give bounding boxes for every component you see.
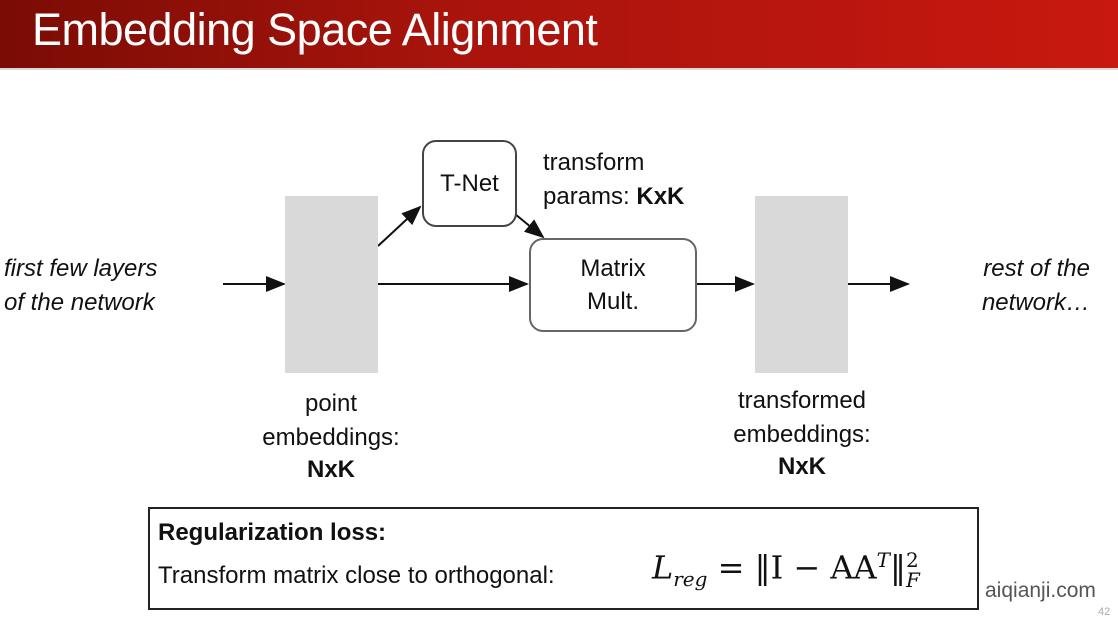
input-label-line2: of the network <box>4 289 155 316</box>
input-label-line1: first few layers <box>4 255 158 282</box>
transformed-embeddings-size: NxK <box>777 453 826 480</box>
formula-square: 2 <box>905 548 919 573</box>
arrow-tnet-to-matrix <box>514 213 545 239</box>
transformed-embeddings-block <box>755 196 848 373</box>
transformed-embeddings-line1: transformed <box>737 387 867 414</box>
formula-lhs: L <box>652 548 674 587</box>
point-embeddings-label: point embeddings: NxK <box>231 387 431 485</box>
formula-lhs-sub: reg <box>673 567 708 592</box>
arrow-to-tnet <box>377 205 422 247</box>
input-label: first few layers of the network <box>4 252 157 320</box>
regularization-loss-box <box>148 507 979 610</box>
slide-title: Embedding Space Alignment <box>32 4 598 55</box>
tnet-label: T-Net <box>440 170 499 197</box>
loss-heading: Regularization loss: <box>158 519 387 546</box>
formula-rhs: = ‖I − AA <box>717 548 877 587</box>
transformed-embeddings-line2: embeddings: <box>733 421 871 448</box>
formula-norm-end: ‖ <box>889 548 906 587</box>
page-number: 42 <box>1098 606 1111 618</box>
transform-params-prefix: params: <box>543 183 637 210</box>
matrix-mult-line1: Matrix <box>580 255 646 282</box>
formula-frobenius: F <box>905 568 920 593</box>
point-embeddings-size: NxK <box>306 456 355 483</box>
formula-transpose: T <box>876 548 890 572</box>
transform-params-label: transform params: KxK <box>543 146 684 214</box>
point-embeddings-block <box>285 196 378 373</box>
title-bar <box>0 0 1118 70</box>
transform-params-size: KxK <box>636 183 685 210</box>
watermark: aiqianji.com <box>985 579 1096 602</box>
transformed-embeddings-label: transformed embeddings: NxK <box>692 384 912 482</box>
point-embeddings-line2: embeddings: <box>262 424 400 451</box>
transform-params-line1: transform <box>543 149 645 176</box>
tnet-box: T-Net <box>422 140 517 227</box>
output-label-line2: network… <box>981 289 1090 316</box>
output-label: rest of the network… <box>930 252 1090 320</box>
loss-description: Transform matrix close to orthogonal: <box>158 562 555 589</box>
matrix-mult-line2: Mult. <box>586 288 639 315</box>
point-embeddings-line1: point <box>304 390 358 417</box>
output-label-line1: rest of the <box>983 255 1090 282</box>
